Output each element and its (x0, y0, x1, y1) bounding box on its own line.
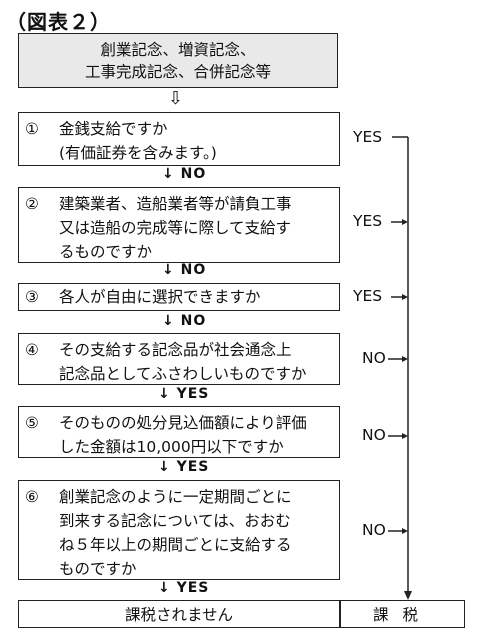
question-4-line-2: 記念品としてふさわしいものですか (59, 365, 307, 383)
side-label-6: NO (362, 521, 386, 539)
no-arrowhead-4 (402, 356, 408, 362)
yes-arrowhead-3 (402, 294, 408, 300)
question-6-box: ⑥ 創業記念のように一定期間ごとに 到来する記念については、おおむ ね５年以上の… (18, 480, 340, 580)
connector-2-label: ↓ NO (162, 262, 207, 278)
question-3-box: ③ 各人が自由に選択できますか (18, 283, 340, 311)
question-2-line-2: 又は造船の完成等に際して支給す (59, 219, 292, 237)
result-taxed: 課税 (340, 600, 465, 628)
question-1-line-1: 金銭支給ですか (59, 120, 168, 138)
result-not-taxed: 課税されません (18, 600, 340, 628)
question-6-number: ⑥ (25, 488, 39, 506)
connector-3-label: ↓ NO (162, 313, 207, 329)
question-5-number: ⑤ (25, 414, 39, 432)
question-6-line-4: ものですか (59, 560, 137, 578)
start-line-1: 創業記念、増資記念、 (100, 40, 256, 59)
side-label-5: NO (362, 426, 386, 444)
tax-arrowhead (404, 591, 412, 600)
start-arrow: ⇩ (168, 88, 184, 109)
side-label-4: NO (362, 349, 386, 367)
question-6-line-2: 到来する記念については、おおむ (59, 512, 291, 530)
side-label-3: YES (353, 287, 383, 305)
connector-6-label: ↓ YES (158, 580, 210, 596)
start-line-2: 工事完成記念、合併記念等 (84, 62, 271, 81)
connector-1-label: ↓ NO (162, 166, 207, 182)
question-6-line-1: 創業記念のように一定期間ごとに (59, 488, 292, 506)
connector-5-label: ↓ YES (158, 459, 210, 475)
question-4-box: ④ その支給する記念品が社会通念上 記念品としてふさわしいものですか (18, 333, 340, 385)
question-3-line-1: 各人が自由に選択できますか (59, 288, 261, 306)
question-6-line-3: ね５年以上の期間ごとに支給する (59, 536, 292, 554)
side-label-2: YES (353, 212, 383, 230)
question-1-number: ① (25, 120, 39, 138)
question-2-line-1: 建築業者、造船業者等が請負工事 (59, 195, 292, 213)
question-5-line-1: そのものの処分見込価額により評価 (59, 414, 307, 432)
question-5-line-2: した金額は10,000円以下ですか (59, 438, 284, 456)
question-5-box: ⑤ そのものの処分見込価額により評価 した金額は10,000円以下ですか (18, 406, 340, 458)
no-arrowhead-5 (402, 433, 408, 439)
yes-arrowhead-2 (402, 219, 408, 225)
question-4-line-1: その支給する記念品が社会通念上 (59, 341, 292, 359)
question-2-number: ② (25, 195, 39, 213)
question-2-box: ② 建築業者、造船業者等が請負工事 又は造船の完成等に際して支給す るものですか (18, 187, 340, 263)
no-arrowhead-6 (402, 528, 408, 534)
connector-4-label: ↓ YES (158, 386, 210, 402)
question-2-line-3: るものですか (59, 243, 153, 261)
question-4-number: ④ (25, 341, 39, 359)
figure-label: （図表２） (6, 10, 111, 34)
side-label-1: YES (353, 128, 383, 146)
question-3-number: ③ (25, 288, 39, 306)
question-1-box: ① 金銭支給ですか (有価証券を含みます。) (18, 112, 340, 166)
start-box: 創業記念、増資記念、 工事完成記念、合併記念等 (18, 33, 338, 88)
question-1-line-2: (有価証券を含みます。) (59, 144, 217, 162)
